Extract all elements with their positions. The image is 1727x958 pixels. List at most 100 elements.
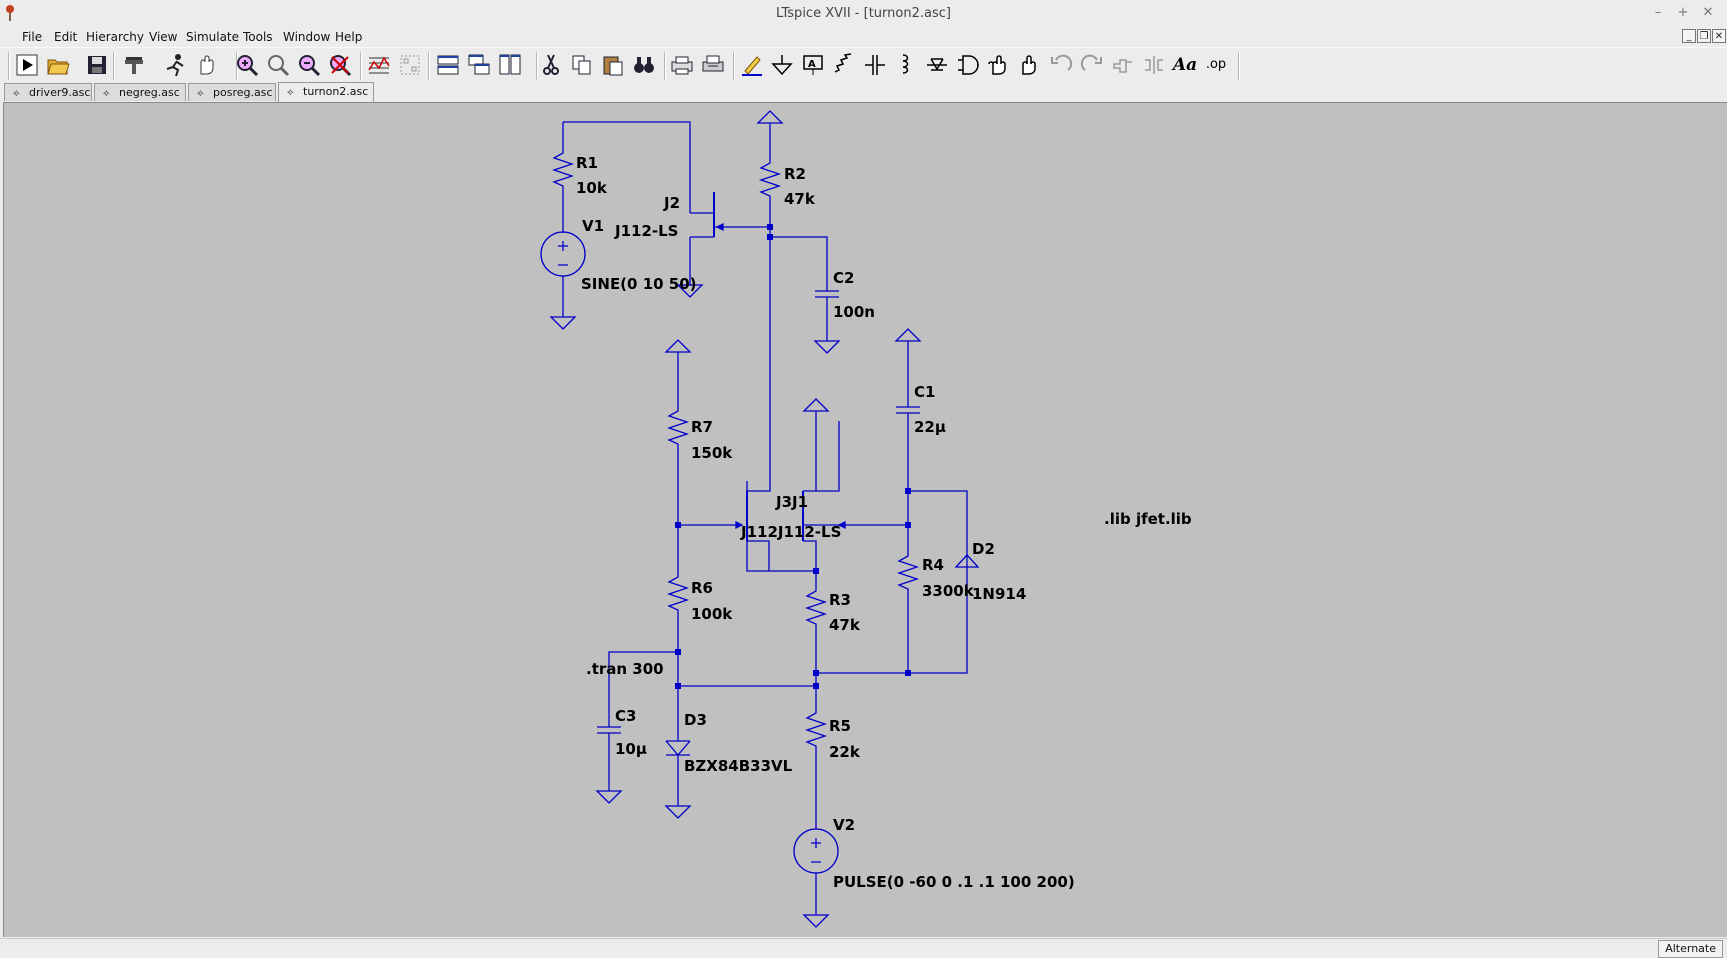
schematic-icon: ⟡ xyxy=(103,88,110,99)
redo-icon[interactable] xyxy=(1079,52,1105,78)
text-icon[interactable]: Aa xyxy=(1172,55,1198,75)
run-icon[interactable] xyxy=(14,52,40,78)
spice-directive-icon[interactable]: .op xyxy=(1205,57,1227,72)
window-title: LTspice XVII - [turnon2.asc] xyxy=(776,6,951,21)
copy-icon[interactable] xyxy=(569,52,595,78)
undo-icon[interactable] xyxy=(1048,52,1074,78)
schematic-icon: ⟡ xyxy=(13,88,20,99)
run-pause-icon[interactable] xyxy=(162,52,188,78)
menu-bar: File Edit Hierarchy View Simulate Tools … xyxy=(0,28,1727,47)
ground-d3 xyxy=(664,805,692,819)
tab-label: turnon2.asc xyxy=(303,85,369,98)
diode-icon[interactable] xyxy=(924,52,950,78)
label-net-icon[interactable]: A xyxy=(800,52,826,78)
ground-icon[interactable] xyxy=(769,52,795,78)
menu-help[interactable]: Help xyxy=(335,30,363,44)
tab-label: negreg.asc xyxy=(119,86,180,99)
r1-ref: R1 xyxy=(576,154,598,172)
r3-ref: R3 xyxy=(829,591,851,609)
toolbar-separator xyxy=(236,52,238,80)
supply-c1 xyxy=(894,328,922,342)
inductor-icon[interactable] xyxy=(893,52,919,78)
maximize-button[interactable]: + xyxy=(1677,5,1689,20)
tab-turnon2[interactable]: ⟡turnon2.asc xyxy=(278,82,374,102)
doc-close-button[interactable]: ✕ xyxy=(1712,29,1726,43)
paste-icon[interactable] xyxy=(600,52,626,78)
mirror-icon[interactable] xyxy=(1141,52,1167,78)
svg-text:A: A xyxy=(808,59,816,70)
cascade-icon[interactable] xyxy=(466,52,492,78)
zoom-fit-icon[interactable] xyxy=(327,52,353,78)
r1-resistor xyxy=(551,122,575,233)
c1-ref: C1 xyxy=(914,383,935,401)
waveform-icon[interactable] xyxy=(397,52,423,78)
j3-j1-ref: J3J1 xyxy=(775,493,808,511)
v2-value: PULSE(0 -60 0 .1 .1 100 200) xyxy=(833,873,1075,891)
tab-posreg[interactable]: ⟡ posreg.asc xyxy=(188,83,276,101)
minimize-button[interactable]: – xyxy=(1654,5,1662,20)
tab-driver9[interactable]: ⟡ driver9.asc xyxy=(4,83,92,101)
save-icon[interactable] xyxy=(84,52,110,78)
toolbar-separator xyxy=(733,52,735,80)
find-icon[interactable] xyxy=(631,52,657,78)
doc-restore-button[interactable]: ❐ xyxy=(1697,29,1711,43)
resistor-icon[interactable] xyxy=(831,52,857,78)
menu-window[interactable]: Window xyxy=(283,30,331,44)
close-button[interactable]: ✕ xyxy=(1702,5,1714,20)
tran-directive[interactable]: .tran 300 xyxy=(586,660,664,678)
supply-j1 xyxy=(802,398,830,412)
r4-ref: R4 xyxy=(922,556,944,574)
menu-edit[interactable]: Edit xyxy=(54,30,78,44)
doc-minimize-button[interactable]: _ xyxy=(1682,29,1696,43)
print-setup-icon[interactable] xyxy=(700,52,726,78)
tab-negreg[interactable]: ⟡ negreg.asc xyxy=(94,83,186,101)
r7-ref: R7 xyxy=(691,418,713,436)
tab-label: driver9.asc xyxy=(29,86,91,99)
status-bar: Alternate xyxy=(0,938,1727,958)
menu-simulate[interactable]: Simulate xyxy=(186,30,240,44)
ground-j2 xyxy=(676,284,704,298)
zoom-out-icon[interactable] xyxy=(296,52,322,78)
tab-label: posreg.asc xyxy=(213,86,273,99)
control-panel-icon[interactable] xyxy=(121,52,147,78)
d3-value: BZX84B33VL xyxy=(684,757,793,775)
schematic-icon: ⟡ xyxy=(197,88,204,99)
lib-directive[interactable]: .lib jfet.lib xyxy=(1104,510,1192,528)
autorange-icon[interactable] xyxy=(366,52,392,78)
toolbar-separator xyxy=(113,52,115,80)
junction-dots xyxy=(675,224,911,689)
j2-ref: J2 xyxy=(663,194,680,212)
wire-icon[interactable] xyxy=(739,52,765,78)
menu-file[interactable]: File xyxy=(22,30,43,44)
j2-value: J112-LS xyxy=(614,222,678,240)
title-bar: LTspice XVII - [turnon2.asc] – + ✕ xyxy=(0,0,1727,29)
menu-hierarchy[interactable]: Hierarchy xyxy=(86,30,145,44)
zoom-in-icon[interactable] xyxy=(234,52,260,78)
app-icon xyxy=(6,5,14,21)
move-icon[interactable] xyxy=(986,52,1012,78)
cut-icon[interactable] xyxy=(538,52,564,78)
r6-ref: R6 xyxy=(691,579,713,597)
d2-value: 1N914 xyxy=(972,585,1026,603)
v2-ref: V2 xyxy=(833,816,855,834)
rotate-icon[interactable] xyxy=(1110,52,1136,78)
v1-value: SINE(0 10 50) xyxy=(581,275,697,293)
print-icon[interactable] xyxy=(669,52,695,78)
schematic-drawing[interactable]: R1 10k R2 47k R3 47k R4 3300k R5 22k R6 … xyxy=(4,103,1727,937)
menu-view[interactable]: View xyxy=(149,30,178,44)
supply-r2 xyxy=(756,110,784,124)
schematic-canvas[interactable]: R1 10k R2 47k R3 47k R4 3300k R5 22k R6 … xyxy=(3,102,1727,937)
tile-horizontal-icon[interactable] xyxy=(435,52,461,78)
drag-icon[interactable] xyxy=(1017,52,1043,78)
component-icon[interactable] xyxy=(955,52,981,78)
capacitor-icon[interactable] xyxy=(862,52,888,78)
r1-value: 10k xyxy=(576,179,608,197)
ground-v1 xyxy=(549,316,577,330)
tile-vertical-icon[interactable] xyxy=(497,52,523,78)
halt-icon[interactable] xyxy=(193,52,219,78)
open-icon[interactable] xyxy=(45,52,71,78)
r2-value: 47k xyxy=(784,190,816,208)
zoom-pan-icon[interactable] xyxy=(265,52,291,78)
menu-tools[interactable]: Tools xyxy=(243,30,273,44)
v2-source xyxy=(793,828,839,874)
